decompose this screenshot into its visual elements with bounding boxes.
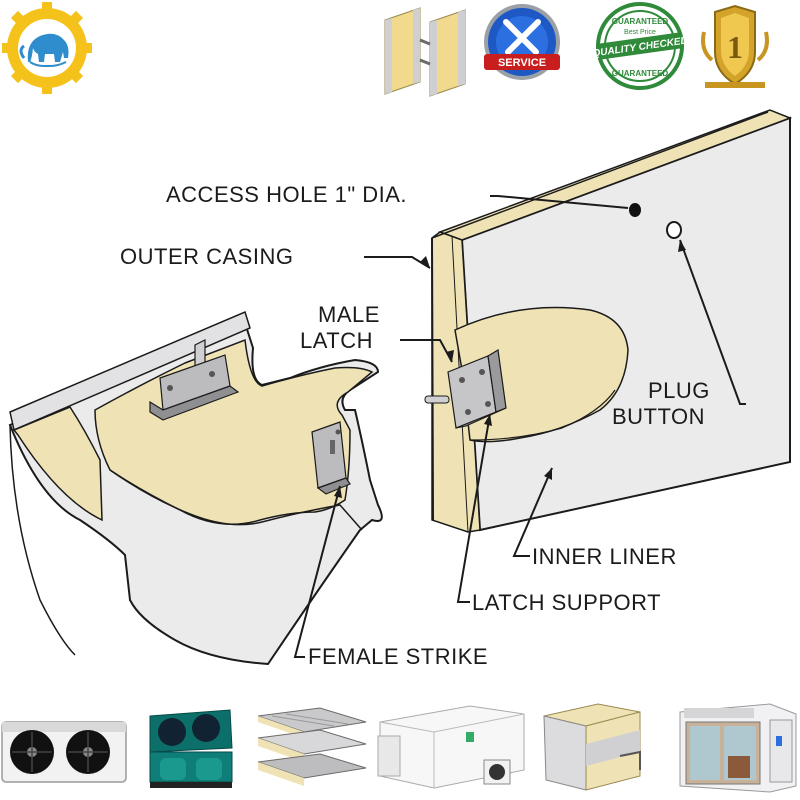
quality-checked-seal: GUARANTEED Best Price QUALITY CHECKED GU… xyxy=(592,2,688,90)
quality-top-text: GUARANTEED xyxy=(612,17,669,26)
label-latch-support: LATCH SUPPORT xyxy=(472,590,661,615)
left-top-bracket xyxy=(149,339,240,421)
left-panel xyxy=(8,310,383,666)
header-badge-strip: SERVICE GUARANTEED Best Price QUALITY CH… xyxy=(2,2,769,97)
label-male-latch-1: MALE xyxy=(318,302,380,327)
male-latch xyxy=(424,349,507,429)
service-badge-text: SERVICE xyxy=(498,57,546,69)
condensing-unit[interactable] xyxy=(149,709,233,788)
label-plug-1: PLUG xyxy=(648,378,710,403)
service-tools-icon: SERVICE xyxy=(484,4,560,80)
label-male-latch-2: LATCH xyxy=(300,328,373,353)
leader-lines xyxy=(293,195,746,658)
label-inner-liner: INNER LINER xyxy=(532,544,677,569)
evaporator-unit[interactable] xyxy=(1,721,127,783)
access-hole xyxy=(629,203,641,217)
cold-room-with-outdoor-unit[interactable] xyxy=(377,705,525,789)
rank-number: 1 xyxy=(727,29,743,65)
quality-bottom-text: GUARANTEED xyxy=(612,69,669,78)
elephant-gear-logo xyxy=(2,2,92,94)
label-outer-casing: OUTER CASING xyxy=(120,244,293,269)
glass-door-cold-room[interactable] xyxy=(679,703,797,793)
label-plug-2: BUTTON xyxy=(612,404,705,429)
right-panel xyxy=(424,109,793,533)
product-thumbnail-strip xyxy=(1,703,797,793)
label-female-strike: FEMALE STRIKE xyxy=(308,644,488,669)
sandwich-panel-icon xyxy=(384,7,466,97)
female-strike-bracket xyxy=(311,421,351,495)
panel-latch-diagram: ACCESS HOLE 1" DIA. OUTER CASING MALE LA… xyxy=(8,109,793,669)
quality-small-text: Best Price xyxy=(624,29,656,36)
sandwich-panels-stack[interactable] xyxy=(257,707,367,786)
gold-rank-badge: 1 xyxy=(701,4,769,88)
plug-button xyxy=(666,221,682,239)
insulated-panel-section[interactable] xyxy=(543,703,641,791)
label-access-hole: ACCESS HOLE 1" DIA. xyxy=(166,182,407,207)
